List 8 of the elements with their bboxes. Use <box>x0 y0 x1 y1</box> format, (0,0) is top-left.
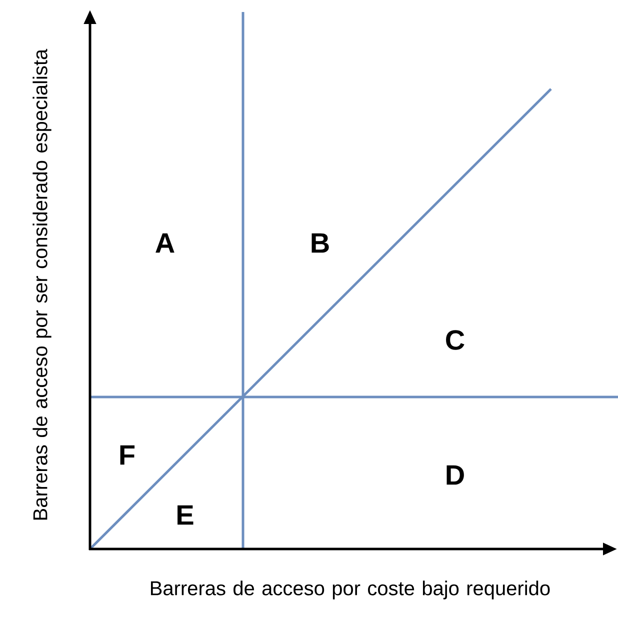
region-letter: E <box>178 505 194 525</box>
axis-title: Barreras de acceso por coste bajo requerido <box>150 580 550 600</box>
region-letter: A <box>156 233 174 253</box>
region-letter: C <box>446 330 464 350</box>
region-letter: F <box>120 445 135 465</box>
axis-title: Barreras de acceso por ser considerado especialista <box>32 48 52 520</box>
region-letter: B <box>312 233 329 253</box>
region-letter: D <box>446 465 464 485</box>
